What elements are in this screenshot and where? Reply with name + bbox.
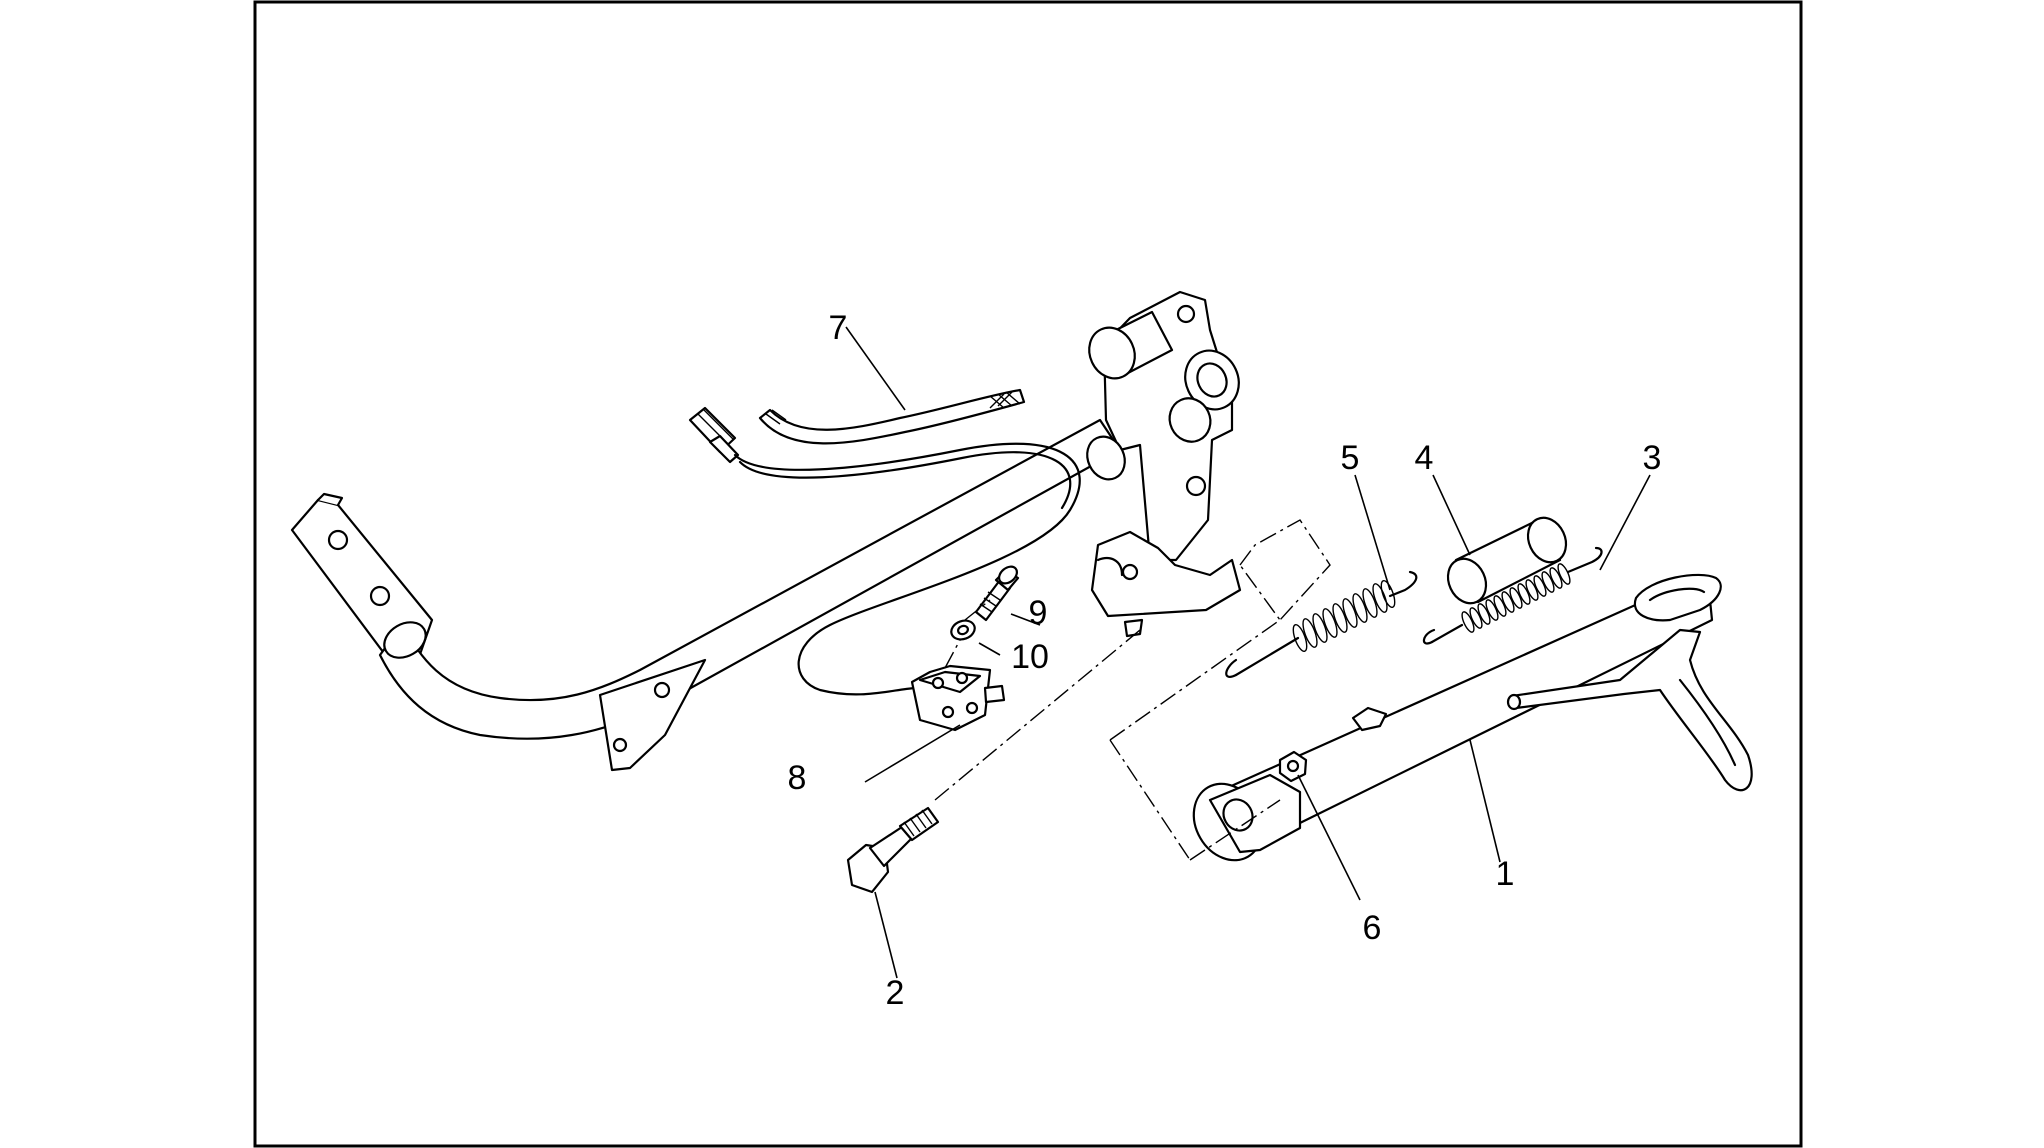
frame-bracket — [290, 290, 1242, 772]
callout-9: 9 — [1029, 594, 1048, 632]
assembly-outline — [1109, 519, 1331, 861]
spacer-tube — [1446, 516, 1568, 605]
callout-7: 7 — [829, 309, 848, 347]
callout-8: 8 — [788, 759, 807, 797]
callout-1: 1 — [1496, 855, 1515, 893]
center-line-bolt — [934, 629, 1141, 801]
callout-2: 2 — [886, 974, 905, 1012]
screw — [974, 565, 1020, 622]
spring-outer — [1225, 570, 1418, 678]
callouts: 1 2 3 4 5 6 7 8 9 10 — [788, 309, 1662, 1012]
callout-5: 5 — [1341, 439, 1360, 477]
cable-harness — [688, 388, 1081, 696]
center-line-switch — [944, 599, 991, 669]
callout-6: 6 — [1363, 909, 1382, 947]
callout-4: 4 — [1415, 439, 1434, 477]
leader-lines — [845, 326, 1651, 979]
callout-10: 10 — [1011, 638, 1049, 676]
washer — [950, 619, 976, 641]
pivot-bolt — [846, 806, 940, 894]
side-stand-switch — [910, 664, 1006, 732]
callout-3: 3 — [1643, 439, 1662, 477]
spring-inner — [1422, 546, 1603, 645]
drawing-frame — [253, 0, 1803, 1148]
side-stand — [1192, 573, 1753, 862]
